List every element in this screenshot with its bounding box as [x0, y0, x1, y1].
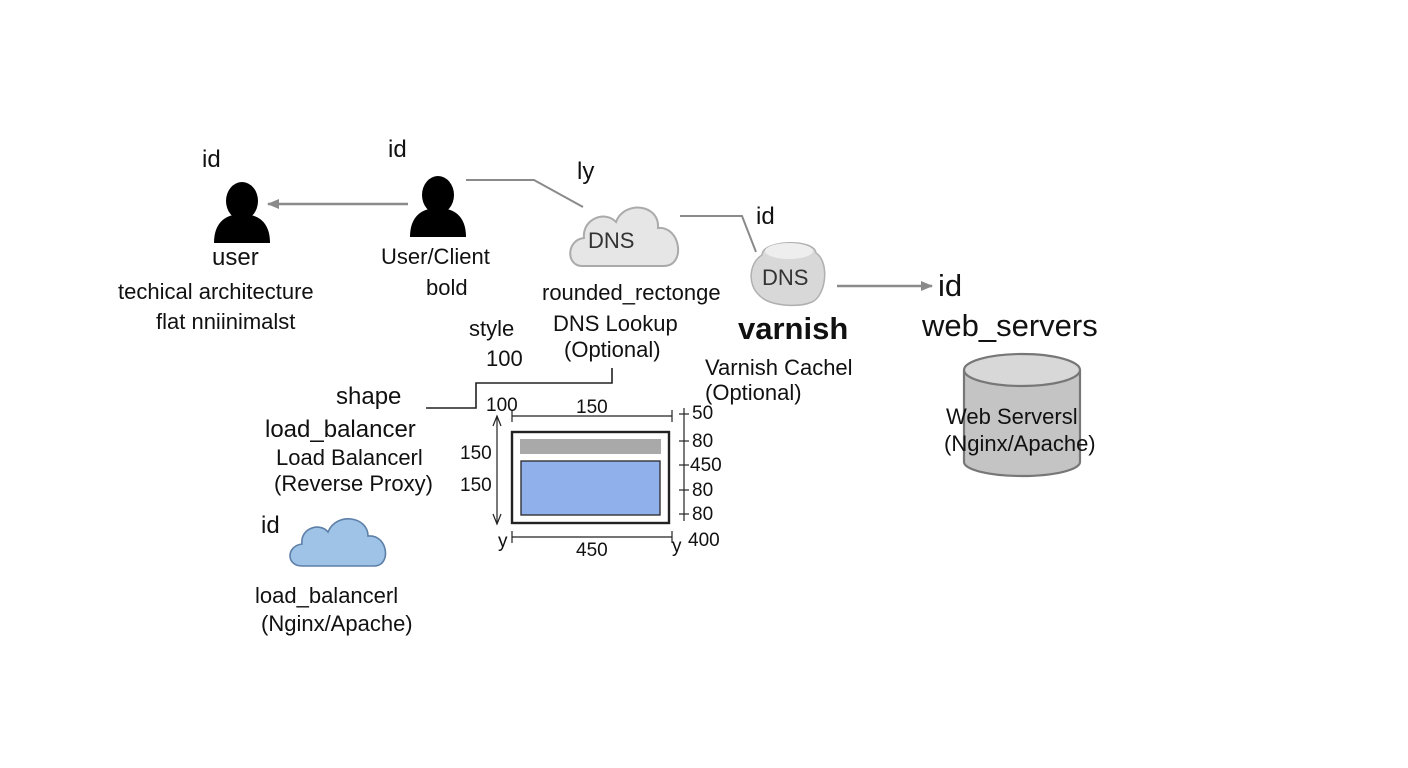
- user-person-icon: [214, 182, 270, 243]
- user-caption-line1: techical architecture: [118, 279, 314, 304]
- spec-right-dim-3: 450: [690, 455, 722, 476]
- dns-caption-line1: DNS Lookup: [553, 311, 678, 336]
- dns-cloud-icon: [569, 206, 680, 267]
- spec-bottom-right-y: y: [672, 536, 682, 557]
- spec-right-dim-5: 80: [692, 504, 714, 525]
- web-servers-cylinder-icon: [962, 352, 1082, 478]
- dns-caption-line2: (Optional): [564, 337, 661, 362]
- load-balancer-caption-line2: (Reverse Proxy): [274, 471, 433, 496]
- spec-right-dim-1: 50: [692, 403, 714, 424]
- spec-left-dim-2: 150: [460, 475, 492, 496]
- spec-bottom-right-value: 400: [688, 530, 720, 551]
- client-name-line2: bold: [426, 275, 468, 300]
- spec-top-width-label: 150: [576, 397, 608, 418]
- lb-cloud-node-name: load_balancerl: [255, 583, 399, 608]
- dns-tag-label: ly: [577, 158, 595, 185]
- varnish-caption-line1: Varnish Cachel: [705, 355, 853, 380]
- spec-bottom-left-label: y: [498, 531, 508, 552]
- spec-right-dim-2: 80: [692, 431, 714, 452]
- spec-left-dim-1: 150: [460, 443, 492, 464]
- web-servers-id-label: id: [938, 268, 963, 303]
- load-balancer-cloud-icon: [289, 518, 387, 567]
- varnish-caption-line2: (Optional): [705, 380, 802, 405]
- spec-bottom-width-label: 450: [576, 540, 608, 561]
- style-note-label: style: [469, 316, 515, 341]
- varnish-node-name: varnish: [738, 311, 849, 346]
- lb-cloud-id-label: id: [261, 512, 280, 539]
- client-to-dns-connector: [466, 179, 584, 208]
- user-id-label: id: [202, 146, 221, 173]
- web-servers-node-name: web_servers: [922, 308, 1098, 343]
- spec-top-left-label: 100: [486, 395, 518, 416]
- varnish-icon-text: DNS: [762, 265, 809, 290]
- varnish-cache-icon: [750, 242, 826, 307]
- load-balancer-node-name: load_balancer: [265, 416, 416, 443]
- client-id-label: id: [388, 136, 407, 163]
- spec-right-dim-4: 80: [692, 480, 714, 501]
- user-node-name: user: [212, 244, 259, 271]
- client-person-icon: [410, 176, 466, 237]
- varnish-id-label: id: [756, 203, 775, 230]
- load-balancer-caption-line1: Load Balancerl: [276, 445, 423, 470]
- web-servers-caption-line2: (Nginx/Apache): [944, 431, 1096, 456]
- client-name-line1: User/Client: [381, 244, 490, 269]
- dns-icon-text: DNS: [588, 228, 635, 253]
- layout-spec-diagram: [492, 408, 689, 543]
- style-note-value: 100: [486, 346, 523, 371]
- web-servers-caption-line1: Web Serversl: [946, 404, 1078, 429]
- lb-cloud-caption: (Nginx/Apache): [261, 611, 413, 636]
- dns-to-lb-connector: [426, 368, 613, 409]
- dns-shape-label: rounded_rectonge: [542, 280, 721, 305]
- user-caption-line2: flat nniinimalst: [156, 309, 296, 334]
- dns-to-varnish-connector: [680, 215, 757, 253]
- load-balancer-shape-label: shape: [336, 383, 402, 410]
